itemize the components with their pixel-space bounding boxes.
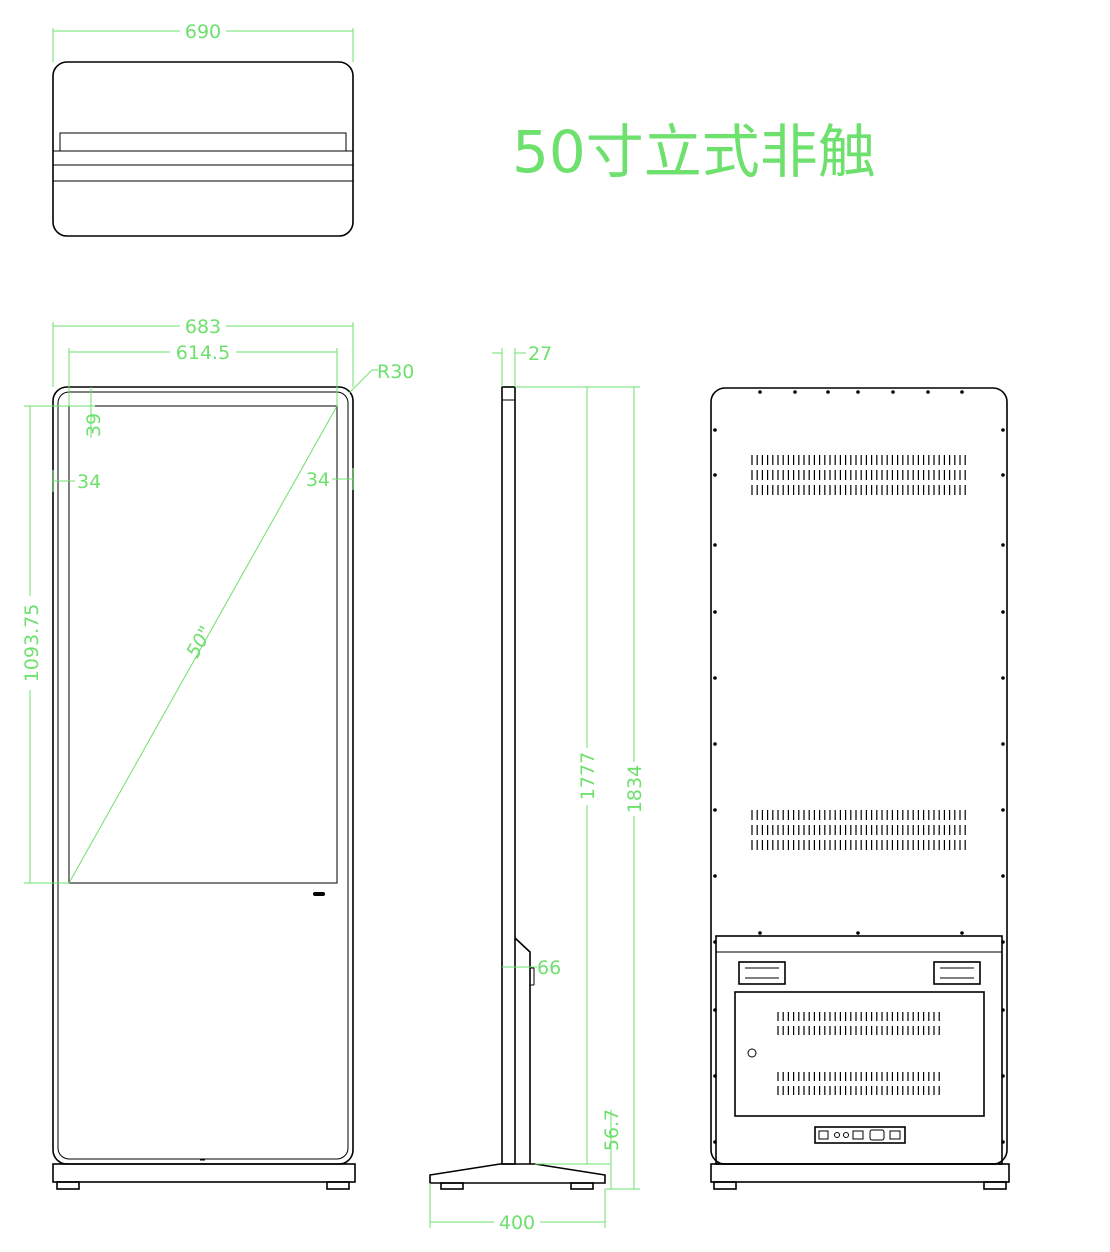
top-view-outline	[52, 61, 354, 237]
screw-dot	[713, 473, 717, 477]
back-view	[710, 387, 1010, 1190]
screw-dot	[826, 390, 830, 394]
screw-dot	[758, 931, 762, 935]
top-view-screen-edge	[59, 132, 347, 152]
back-view-outline	[710, 387, 1008, 1165]
dim-front-width: 683	[185, 316, 221, 338]
screw-dot	[713, 874, 717, 878]
back-cover-panel	[734, 991, 985, 1117]
cover-vent-grille	[777, 1012, 940, 1095]
dim-corner-radius: R30	[377, 361, 414, 383]
sensor-icon	[313, 892, 325, 896]
drawing-title: 50寸立式非触	[512, 118, 876, 186]
screw-dot	[1001, 610, 1005, 614]
back-view-base	[710, 1163, 1010, 1183]
front-view-outline	[52, 386, 354, 1165]
side-view-base	[429, 1163, 606, 1184]
dim-body-height: 1777	[577, 752, 599, 800]
back-view-screws	[713, 390, 1005, 1144]
screw-dot	[1001, 808, 1005, 812]
dim-screen-height: 1093.75	[21, 604, 43, 683]
usb-port-icon	[818, 1130, 829, 1140]
dim-base-height: 56.7	[601, 1109, 623, 1151]
top-view: 690	[52, 21, 354, 237]
screw-dot	[960, 390, 964, 394]
screw-dot	[793, 390, 797, 394]
side-view: 27 66 1777 1834 56.7 400	[429, 343, 646, 1234]
screw-dot	[960, 931, 964, 935]
screw-dot	[713, 742, 717, 746]
lan-port-icon	[852, 1130, 864, 1140]
dim-base-depth: 400	[499, 1212, 535, 1234]
screw-dot	[891, 390, 895, 394]
dim-top-width: 690	[185, 21, 221, 43]
screw-dot	[926, 390, 930, 394]
dim-total-height: 1834	[624, 765, 646, 813]
dim-bezel-right: 34	[306, 469, 330, 491]
back-view-compartment	[715, 935, 1003, 1165]
right-handle	[933, 961, 981, 985]
screw-dot	[758, 390, 762, 394]
lock-icon	[747, 1048, 757, 1058]
audio-port-icon	[834, 1132, 840, 1138]
screw-dot	[1001, 742, 1005, 746]
screw-dot	[713, 676, 717, 680]
screw-dot	[1001, 543, 1005, 547]
front-view-screen	[68, 405, 338, 884]
side-view-stand	[514, 937, 531, 1164]
screw-dot	[713, 610, 717, 614]
screw-dot	[713, 428, 717, 432]
side-view-body	[501, 386, 516, 1165]
power-switch-icon	[889, 1130, 901, 1140]
screw-dot	[1001, 473, 1005, 477]
front-view-base	[52, 1163, 356, 1183]
screw-dot	[713, 543, 717, 547]
front-view: 683 614.5 R30 39 34 34 1093.75 50"	[21, 316, 414, 1190]
screw-dot	[1001, 676, 1005, 680]
dim-bezel-left: 34	[77, 471, 101, 493]
upper-vent-grille	[751, 455, 966, 495]
screw-dot	[713, 808, 717, 812]
power-socket-icon	[869, 1129, 885, 1141]
dim-back-offset: 66	[537, 957, 561, 979]
lower-vent-grille	[751, 810, 966, 850]
screw-dot	[1001, 874, 1005, 878]
left-handle	[738, 961, 786, 985]
dim-screen-width: 614.5	[176, 342, 230, 364]
screw-dot	[856, 390, 860, 394]
screw-dot	[1001, 428, 1005, 432]
dim-depth: 27	[528, 343, 552, 365]
io-panel	[814, 1126, 906, 1144]
dim-bezel-top: 39	[83, 413, 105, 437]
screw-dot	[856, 931, 860, 935]
